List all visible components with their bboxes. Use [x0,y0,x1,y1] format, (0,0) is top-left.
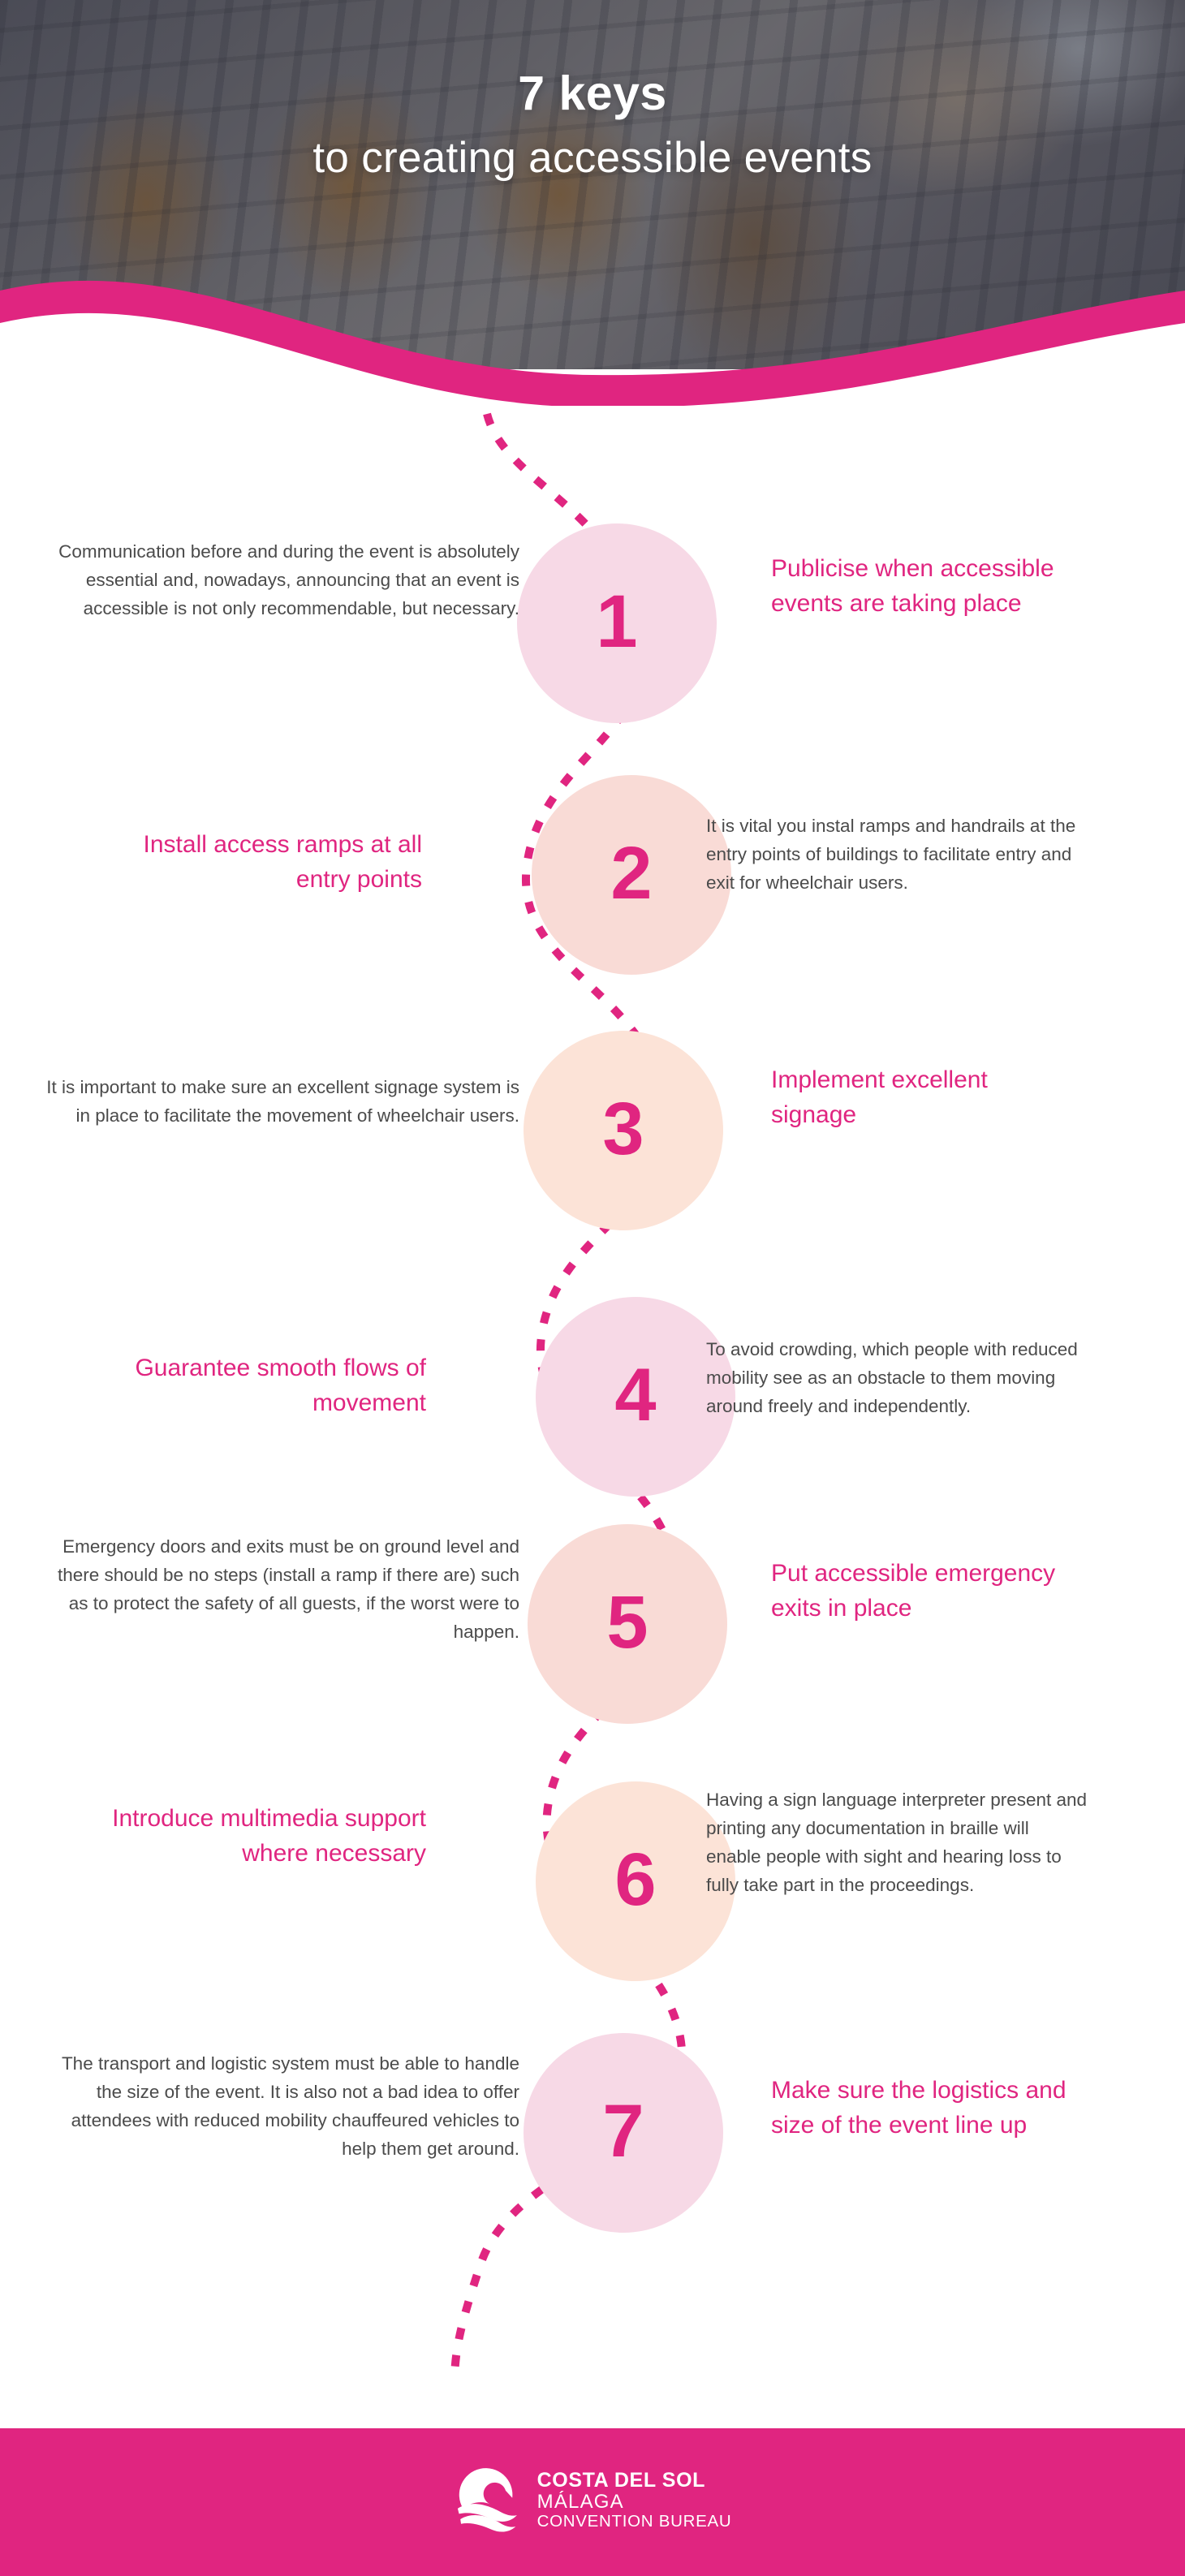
step-number-bubble: 4 [536,1297,735,1497]
step-description: The transport and logistic system must b… [61,2053,519,2160]
step-description: Having a sign language interpreter prese… [706,1790,1088,1896]
step-number-bubble: 6 [536,1781,735,1981]
footer-bar: COSTA DEL SOL MÁLAGA CONVENTION BUREAU [0,2428,1185,2576]
step-headline: Guarantee smooth flows of movement [135,1355,426,1416]
step-headline-block: Install access ramps at all entry points [89,828,422,897]
step-number: 4 [614,1354,657,1437]
footer-logo-line-2: MÁLAGA [536,2491,624,2514]
step-description-block: To avoid crowding, which people with red… [706,1335,1088,1420]
footer-logo: COSTA DEL SOL MÁLAGA CONVENTION BUREAU [454,2467,732,2534]
step-headline-block: Publicise when accessible events are tak… [771,552,1079,621]
footer-logo-line-3: CONVENTION BUREAU [536,2512,732,2531]
step-headline-block: Guarantee smooth flows of movement [89,1351,426,1420]
step-description-block: Communication before and during the even… [45,537,519,622]
footer-logo-line-1: COSTA DEL SOL [536,2469,705,2492]
step-description: To avoid crowding, which people with red… [706,1339,1078,1417]
step-description: It is vital you instal ramps and handrai… [706,816,1076,894]
step-number: 3 [602,1088,644,1170]
step-number: 5 [606,1581,649,1664]
step-number-bubble: 2 [532,775,731,975]
step-headline: Install access ramps at all entry points [143,831,422,893]
step-headline: Make sure the logistics and size of the … [771,2077,1066,2139]
page-title: 7 keys [518,67,667,120]
step-description-block: The transport and logistic system must b… [45,2049,519,2163]
step-description-block: Having a sign language interpreter prese… [706,1786,1088,1899]
step-number: 6 [614,1838,657,1921]
wave-divider [0,280,1185,406]
step-number: 2 [610,832,653,915]
step-headline: Introduce multimedia support where neces… [112,1805,426,1867]
hero-header: 7 keys to creating accessible events [0,0,1185,369]
step-description-block: It is vital you instal ramps and handrai… [706,812,1079,897]
page-subtitle: to creating accessible events [312,134,873,182]
step-headline-block: Make sure the logistics and size of the … [771,2074,1088,2143]
step-headline-block: Put accessible emergency exits in place [771,1557,1079,1626]
step-headline-block: Implement excellent signage [771,1063,1047,1132]
step-number-bubble: 1 [517,523,717,723]
step-number-bubble: 3 [524,1031,723,1230]
step-headline-block: Introduce multimedia support where neces… [97,1802,426,1871]
step-description: Communication before and during the even… [58,541,519,619]
step-number-bubble: 7 [524,2033,723,2233]
hero-title-block: 7 keys to creating accessible events [0,67,1185,182]
step-description: It is important to make sure an excellen… [46,1077,519,1126]
step-description: Emergency doors and exits must be on gro… [57,1536,519,1643]
step-number: 1 [596,580,638,663]
costa-del-sol-wave-sun-icon [457,2468,517,2532]
step-headline: Publicise when accessible events are tak… [771,555,1054,617]
step-description-block: It is important to make sure an excellen… [45,1073,519,1130]
step-headline: Put accessible emergency exits in place [771,1560,1056,1622]
step-number-bubble: 5 [528,1524,727,1724]
step-number: 7 [602,2090,644,2173]
step-headline: Implement excellent signage [771,1066,988,1128]
step-description-block: Emergency doors and exits must be on gro… [45,1532,519,1646]
footer-logo-text: COSTA DEL SOL MÁLAGA CONVENTION BUREAU [537,2470,732,2531]
